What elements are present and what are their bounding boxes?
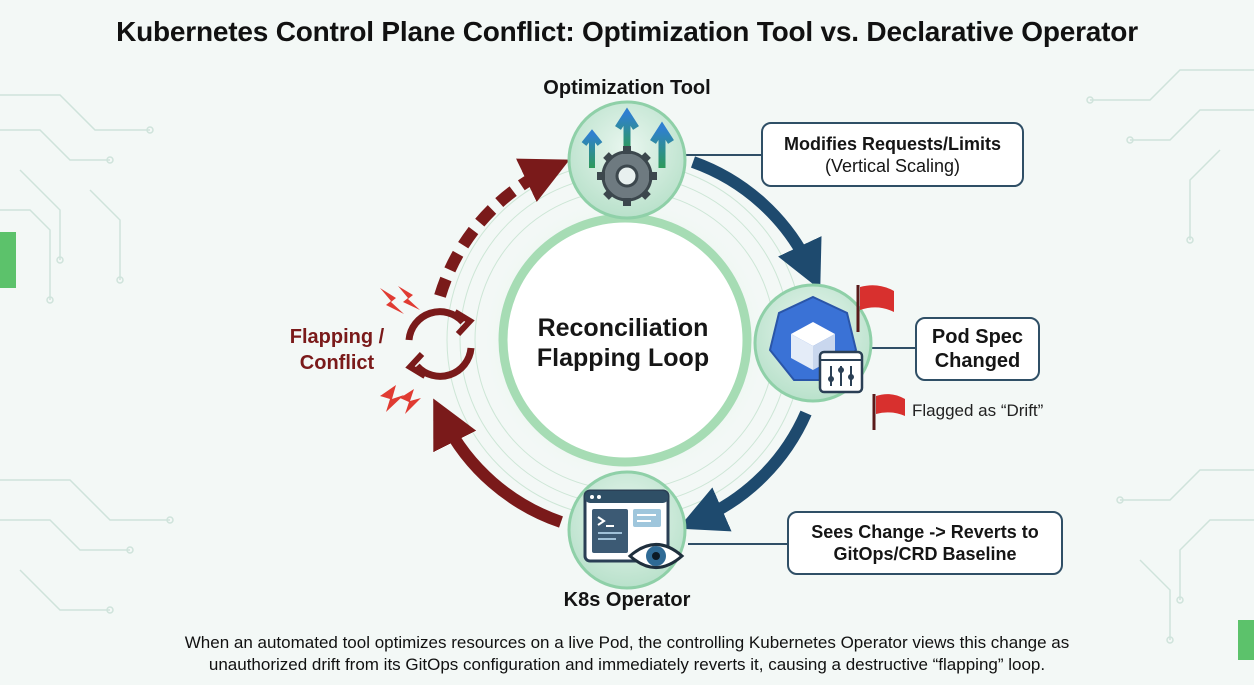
arrow-conflict-to-tool-dashed (434, 158, 570, 298)
callout-reverts-line2: GitOps/CRD Baseline (833, 544, 1017, 564)
red-flag-icon-drift (872, 394, 905, 430)
edge-accent-right (1238, 620, 1254, 660)
caption-line1: When an automated tool optimizes resourc… (184, 633, 1070, 652)
arrow-tool-to-pod (690, 156, 822, 290)
callout-pod-spec-line1: Pod Spec (931, 326, 1024, 348)
callout-modifies-line2: (Vertical Scaling) (824, 155, 961, 176)
lightning-icon (380, 286, 421, 414)
flapping-conflict-label: Flapping / Conflict (262, 324, 412, 376)
edge-accent-left (0, 232, 16, 288)
circuit-traces (0, 69, 1254, 644)
callout-reverts-line1: Sees Change -> Reverts to (811, 522, 1039, 542)
k8s-operator-label: K8s Operator (563, 589, 691, 611)
center-label: Reconciliation Flapping Loop (505, 313, 741, 373)
drift-note: Flagged as “Drift” (912, 401, 1044, 420)
optimization-tool-label: Optimization Tool (543, 77, 711, 99)
flapping-line2: Conflict (299, 352, 375, 374)
sync-icon (405, 308, 475, 380)
k8s-operator-node (567, 470, 687, 590)
caption-line2: unauthorized drift from its GitOps confi… (208, 655, 1046, 674)
eye-icon (627, 543, 685, 569)
optimization-tool-node (567, 100, 687, 220)
operator-console-icon (583, 489, 670, 563)
main-title: Kubernetes Control Plane Conflict: Optim… (116, 16, 1138, 47)
arrow-pod-to-operator (678, 410, 812, 532)
red-flag-icon (856, 285, 894, 332)
flapping-line1: Flapping / (289, 326, 385, 348)
caption: When an automated tool optimizes resourc… (60, 632, 1194, 676)
gear-arrows-icon (581, 107, 674, 206)
callout-pod-spec-line2: Changed (934, 350, 1021, 372)
sliders-icon (818, 350, 864, 394)
callout-pod-spec-changed: Pod Spec Changed (915, 317, 1040, 381)
center-line1: Reconciliation (537, 314, 709, 342)
callout-modifies-requests: Modifies Requests/Limits (Vertical Scali… (761, 122, 1024, 187)
callout-reverts-baseline: Sees Change -> Reverts to GitOps/CRD Bas… (787, 511, 1063, 575)
callout-modifies-line1: Modifies Requests/Limits (783, 133, 1002, 154)
pod-node (753, 283, 873, 403)
arrow-operator-to-conflict (433, 398, 563, 528)
center-line2: Flapping Loop (536, 344, 710, 372)
